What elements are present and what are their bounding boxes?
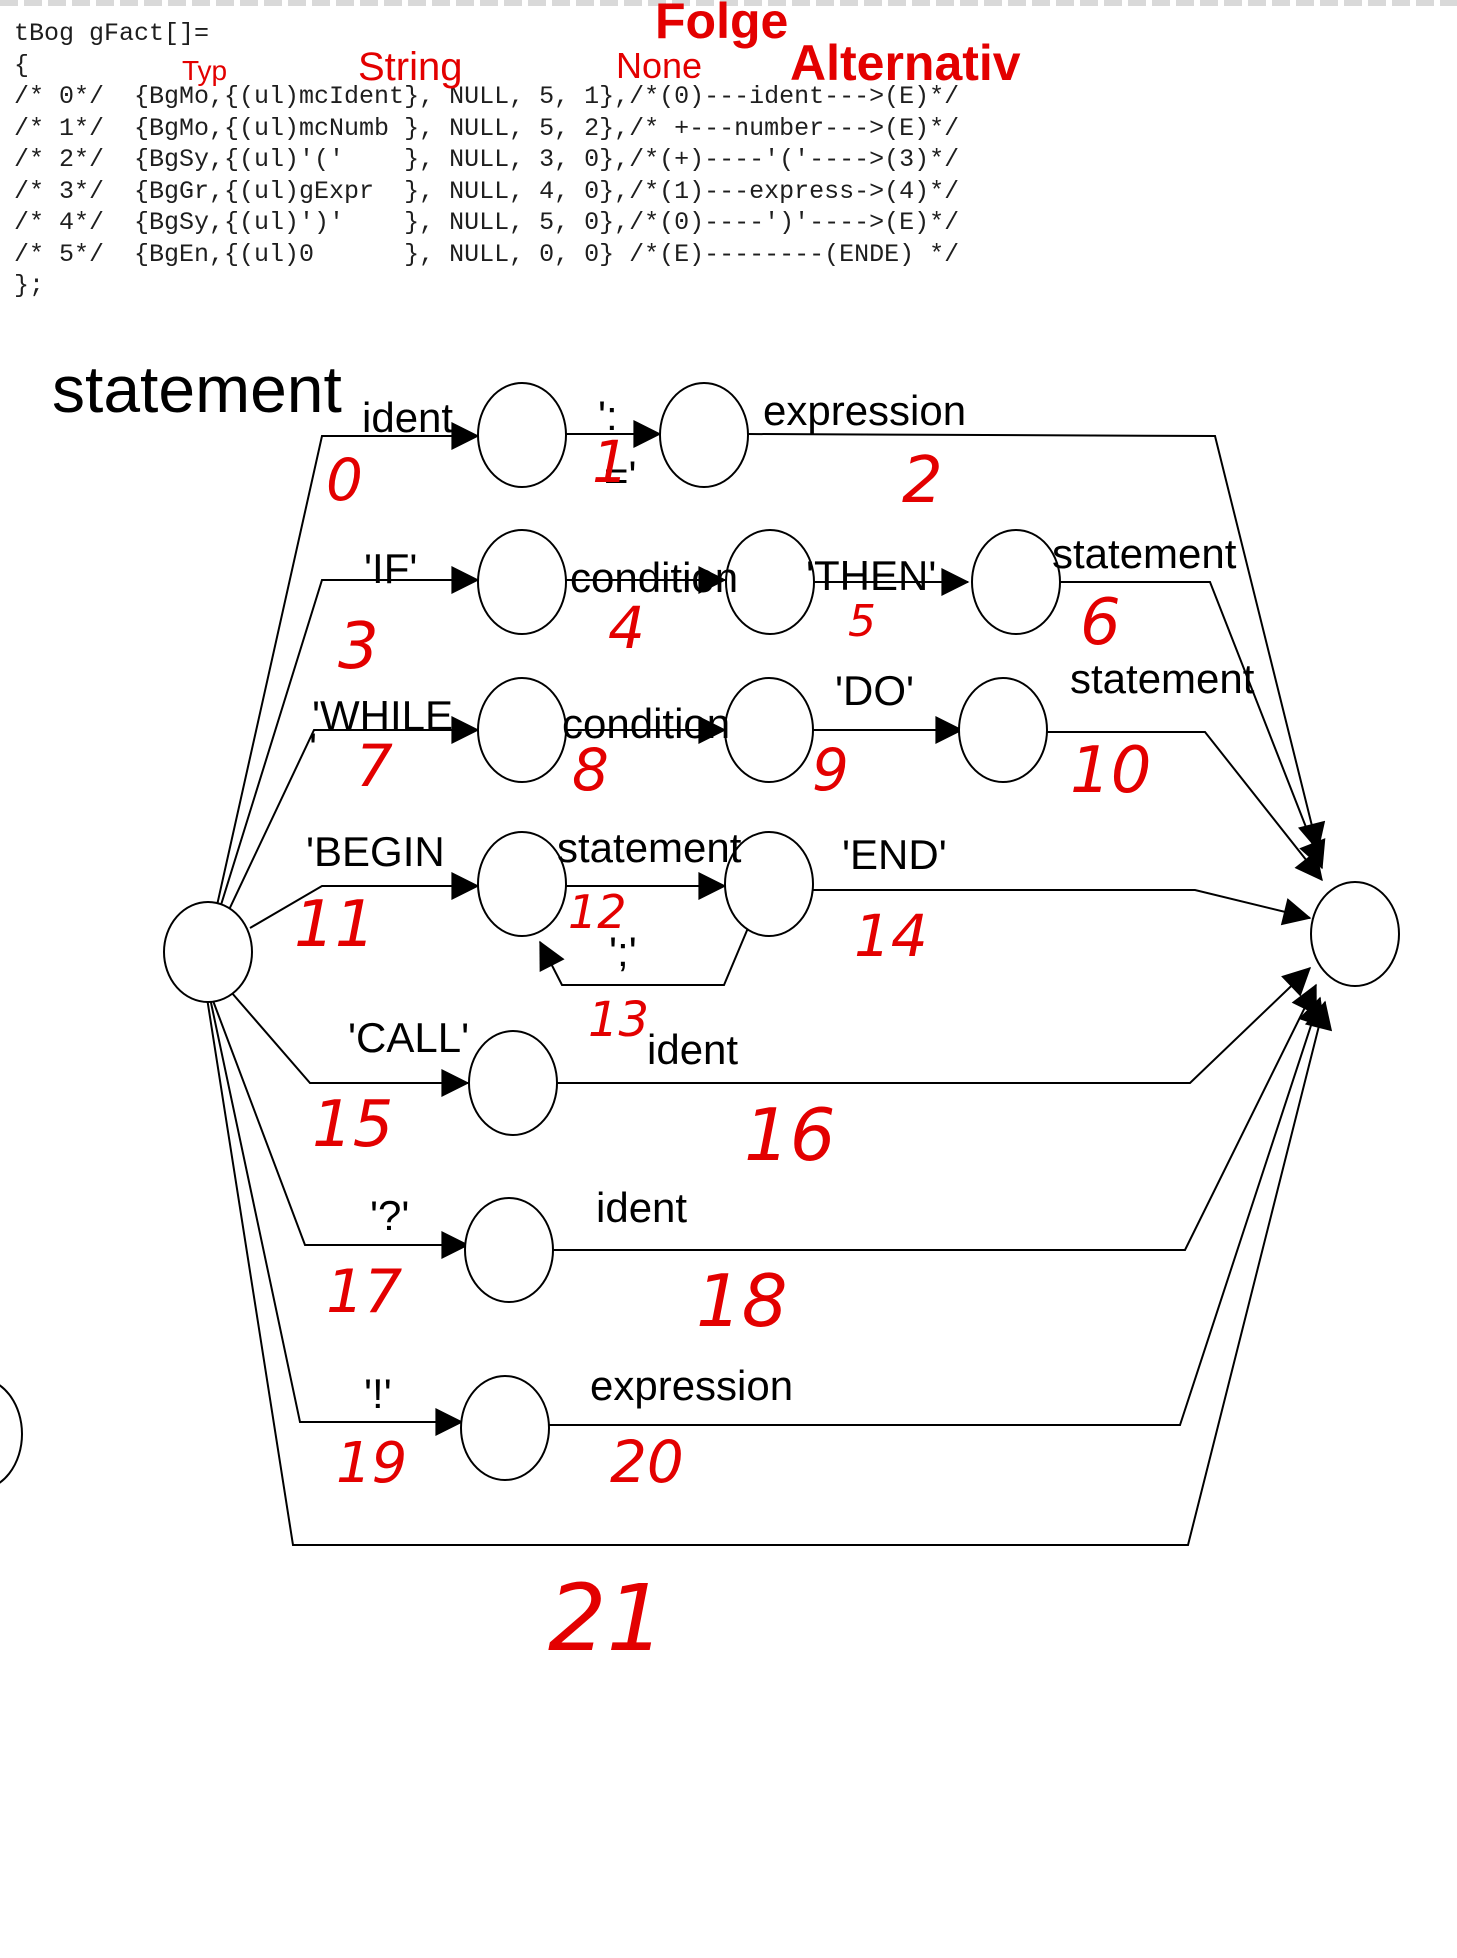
header-string: String xyxy=(358,45,463,89)
node-after-condition-if xyxy=(725,529,815,635)
node-after-while xyxy=(477,677,567,783)
label-if: 'IF' xyxy=(364,545,417,592)
node-after-excl xyxy=(460,1375,550,1481)
header-alternativ: Alternativ xyxy=(790,35,1021,91)
hand-number-20: 20 xyxy=(610,1428,684,1496)
edge-ident-question xyxy=(553,983,1317,1251)
label-while: 'WHILE xyxy=(312,692,453,739)
code-line: /* 0*/ {BgMo,{(ul)mcIdent}, NULL, 5, 1},… xyxy=(14,82,960,111)
code-line: tBog gFact[]= xyxy=(14,19,210,48)
hand-number-16: 16 xyxy=(744,1093,836,1177)
label-condition-if: condition xyxy=(570,554,738,601)
label-assign-eq: =' xyxy=(604,452,637,499)
label-question: '?' xyxy=(370,1192,409,1239)
edge-expression-excl xyxy=(548,996,1326,1426)
partial-node-left-edge xyxy=(0,1384,23,1484)
hand-number-9: 9 xyxy=(812,736,849,804)
node-after-condition-while xyxy=(724,677,814,783)
label-ident-question: ident xyxy=(596,1184,687,1231)
header-typ: Typ xyxy=(182,55,227,86)
node-after-call xyxy=(468,1030,558,1136)
code-line: /* 3*/ {BgGr,{(ul)gExpr }, NULL, 4, 0},/… xyxy=(14,176,960,206)
hand-number-19: 19 xyxy=(336,1431,407,1496)
node-after-ident xyxy=(477,382,567,488)
label-do: 'DO' xyxy=(835,667,914,714)
code-line: /* 2*/ {BgSy,{(ul)'(' }, NULL, 3, 0},/*(… xyxy=(14,145,960,174)
header-folge: Folge xyxy=(655,0,788,49)
node-after-statement-begin xyxy=(724,831,814,937)
node-after-begin xyxy=(477,831,567,937)
label-ident-call: ident xyxy=(647,1026,738,1073)
edge-begin xyxy=(249,872,480,929)
hand-number-3: 3 xyxy=(338,610,379,684)
edge-expression-top xyxy=(747,433,1326,852)
hand-number-0: 0 xyxy=(326,446,363,514)
top-border-strip xyxy=(0,0,1457,6)
edge-ident xyxy=(206,422,480,951)
hand-number-6: 6 xyxy=(1080,586,1121,660)
code-line: }; xyxy=(14,271,45,300)
node-after-assign xyxy=(659,382,749,488)
edge-while xyxy=(209,716,480,951)
edge-semicolon-loop xyxy=(539,927,749,986)
edge-statement-if xyxy=(1060,581,1326,870)
hand-number-17: 17 xyxy=(326,1257,402,1327)
label-excl: '!' xyxy=(364,1370,392,1417)
edge-question xyxy=(211,997,470,1259)
edge-excl xyxy=(209,997,464,1436)
label-semicolon: ';' xyxy=(609,928,637,975)
edge-bypass xyxy=(206,997,1333,1546)
label-statement-begin: statement xyxy=(557,824,742,871)
edge-end xyxy=(812,889,1312,926)
label-statement-if: statement xyxy=(1052,530,1237,577)
hand-number-4: 4 xyxy=(608,594,645,662)
hand-number-11: 11 xyxy=(294,888,375,962)
code-line: /* 4*/ {BgSy,{(ul)')' }, NULL, 5, 0},/*(… xyxy=(14,208,960,237)
header-none: None xyxy=(616,45,702,86)
hand-number-12: 12 xyxy=(568,885,627,939)
label-statement-while: statement xyxy=(1070,655,1255,702)
label-call: 'CALL' xyxy=(348,1014,469,1061)
code-line: { xyxy=(14,50,30,80)
code-listing: tBog gFact[]={/* 0*/ {BgMo,{(ul)mcIdent}… xyxy=(14,18,959,302)
label-while-quote: ' xyxy=(309,724,317,771)
code-line: /* 5*/ {BgEn,{(ul)0 }, NULL, 0, 0} /*(E)… xyxy=(14,239,960,269)
code-line: /* 1*/ {BgMo,{(ul)mcNumb }, NULL, 5, 2},… xyxy=(14,113,960,143)
node-after-if xyxy=(477,529,567,635)
label-end: 'END' xyxy=(842,831,947,878)
hand-number-18: 18 xyxy=(696,1259,788,1343)
label-expression-excl: expression xyxy=(590,1362,793,1409)
edge-call xyxy=(224,984,470,1097)
hand-number-5: 5 xyxy=(848,596,876,647)
label-ident: ident xyxy=(362,394,453,441)
end-node xyxy=(1310,881,1400,987)
hand-number-2: 2 xyxy=(902,444,943,518)
hand-number-15: 15 xyxy=(312,1088,393,1162)
edge-if xyxy=(206,566,480,951)
start-node xyxy=(163,901,253,1003)
label-then: 'THEN' xyxy=(806,552,936,599)
hand-number-14: 14 xyxy=(854,902,928,970)
label-begin: 'BEGIN xyxy=(306,828,445,875)
node-after-question xyxy=(464,1197,554,1303)
hand-number-13: 13 xyxy=(588,992,649,1048)
hand-number-1: 1 xyxy=(592,428,629,496)
hand-number-8: 8 xyxy=(572,736,609,804)
edge-statement-while xyxy=(1047,731,1323,882)
hand-number-21: 21 xyxy=(548,1565,665,1672)
label-condition-while: condition xyxy=(562,700,730,747)
node-after-then xyxy=(971,529,1061,635)
edge-ident-call xyxy=(557,967,1312,1084)
diagram-title: statement xyxy=(52,352,342,426)
node-after-do xyxy=(958,677,1048,783)
label-assign-colon: ': xyxy=(598,392,618,439)
hand-number-7: 7 xyxy=(356,732,393,800)
hand-number-10: 10 xyxy=(1070,734,1151,808)
label-expression-top: expression xyxy=(763,387,966,434)
